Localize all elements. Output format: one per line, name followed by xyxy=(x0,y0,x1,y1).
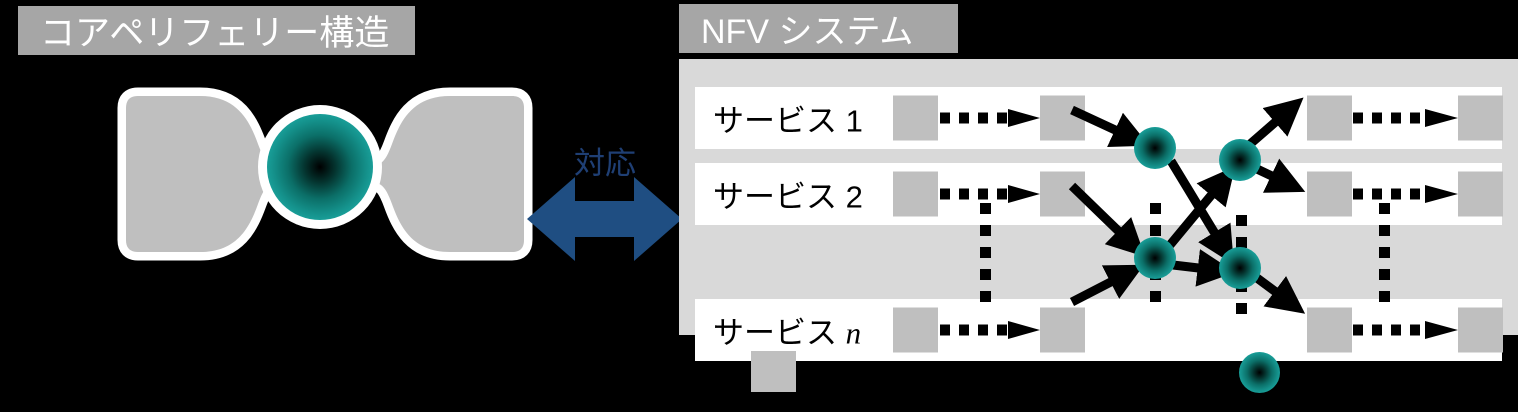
core-periphery-diagram xyxy=(110,82,540,262)
vnf-box xyxy=(1458,307,1503,353)
service-label-prefix: サービス xyxy=(713,315,837,351)
left-panel-title-banner: コアペリフェリー構造 xyxy=(18,6,415,55)
core-node xyxy=(267,114,373,220)
service-label-index: 2 xyxy=(845,179,863,215)
left-panel-title: コアペリフェリー構造 xyxy=(40,14,390,53)
edge xyxy=(1172,249,1236,287)
right-panel-title: NFV システム xyxy=(701,13,914,51)
vertical-ellipsis xyxy=(1150,203,1162,313)
service-label-prefix: サービス xyxy=(713,179,837,215)
correspondence-label: 対応 xyxy=(574,146,636,181)
core-periphery-svg xyxy=(117,87,533,261)
service-row: サービス 1 xyxy=(695,87,1503,149)
legend-node-icon xyxy=(1239,352,1280,393)
legend-vnf-box-symbol xyxy=(751,351,796,392)
dotted-arrow-icon xyxy=(1353,185,1458,203)
service-label: サービス 2 xyxy=(713,172,863,217)
vnf-box xyxy=(1040,95,1085,141)
service-label-prefix: サービス xyxy=(713,103,837,139)
double-arrow-icon xyxy=(527,177,682,261)
dotted-arrow-icon xyxy=(1353,321,1458,339)
dotted-arrow-icon xyxy=(1353,109,1458,127)
service-label: サービス 1 xyxy=(713,96,863,141)
vertical-ellipsis xyxy=(1379,203,1391,313)
vnf-box xyxy=(1458,95,1503,141)
vnf-box xyxy=(893,95,938,141)
service-label-index: 1 xyxy=(845,103,863,139)
service-row: サービス n xyxy=(695,299,1503,361)
correspondence-arrow xyxy=(527,173,682,265)
dotted-arrow-icon xyxy=(940,109,1040,127)
service-label-index: n xyxy=(845,315,862,351)
vnf-box xyxy=(1307,95,1352,141)
nfv-system-panel: サービス 1 サービス xyxy=(679,59,1518,361)
vnf-box xyxy=(1307,171,1352,217)
vnf-box xyxy=(893,307,938,353)
vnf-box xyxy=(1040,307,1085,353)
legend-node-symbol xyxy=(1239,352,1280,393)
right-periphery-shape xyxy=(317,87,533,261)
dotted-arrow-icon xyxy=(940,321,1040,339)
vnf-box xyxy=(1458,171,1503,217)
right-panel-title-banner: NFV システム xyxy=(679,4,958,53)
vnf-box xyxy=(893,171,938,217)
vertical-ellipsis xyxy=(980,203,992,313)
left-periphery-shape xyxy=(117,87,333,261)
edge xyxy=(1069,264,1145,306)
service-label: サービス n xyxy=(713,308,861,353)
dotted-arrow-icon xyxy=(940,185,1040,203)
vertical-ellipsis xyxy=(1236,215,1248,325)
vnf-box xyxy=(1040,171,1085,217)
vnf-box xyxy=(1307,307,1352,353)
